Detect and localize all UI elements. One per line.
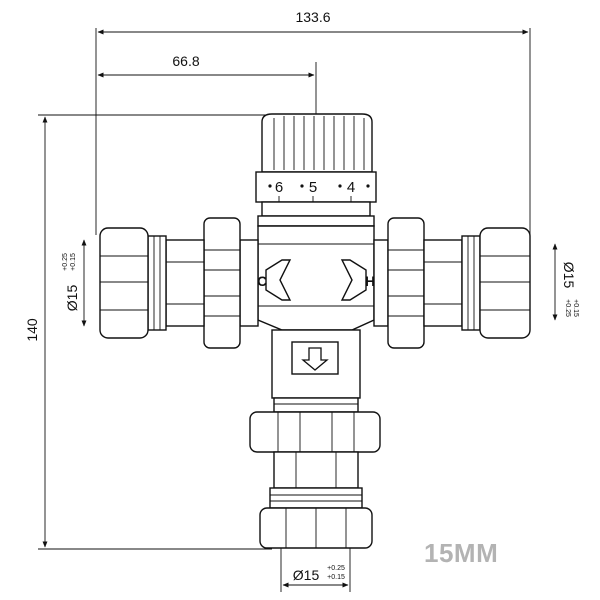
- temperature-dial: 6 5 4: [255, 171, 377, 203]
- right-inlet-diameter: Ø15: [561, 262, 577, 289]
- cold-port-label: C: [257, 273, 267, 289]
- temperature-knob: [261, 113, 373, 173]
- pipe-size-label: 15MM: [424, 538, 499, 568]
- valve-body: 6 5 4 C H: [255, 113, 377, 413]
- left-inlet-tol-lower: +0.15: [70, 253, 77, 271]
- right-inlet-tol-upper: +0.25: [564, 299, 571, 317]
- left-inlet-assembly: [99, 217, 259, 349]
- overall-height-value: 140: [24, 318, 40, 342]
- dimension-bottom-outlet: Ø15 +0.25 +0.15: [280, 548, 351, 592]
- dial-mark-6: 6: [275, 179, 283, 196]
- dial-mark-5: 5: [309, 179, 317, 196]
- bottom-outlet-assembly: [249, 411, 381, 549]
- bottom-outlet-diameter: Ø15: [293, 567, 320, 583]
- down-arrow-icon: [291, 341, 339, 375]
- hot-port-label: H: [365, 273, 375, 289]
- right-inlet-assembly: [373, 217, 531, 349]
- dimension-half-width: 66.8: [97, 53, 317, 116]
- left-inlet-diameter: Ø15: [64, 285, 80, 312]
- left-inlet-tol-upper: +0.25: [62, 253, 69, 271]
- dial-mark-4: 4: [347, 179, 355, 196]
- dimension-left-inlet: Ø15 +0.25 +0.15: [62, 239, 87, 327]
- dimension-overall-width: 133.6: [95, 9, 531, 235]
- dimension-right-inlet: Ø15 +0.25 +0.15: [552, 243, 579, 321]
- half-width-value: 66.8: [172, 53, 199, 69]
- dimension-overall-height: 140: [24, 114, 272, 550]
- bottom-outlet-tol-upper: +0.25: [327, 565, 345, 572]
- overall-width-value: 133.6: [295, 9, 330, 25]
- right-inlet-tol-lower: +0.15: [572, 299, 579, 317]
- bottom-outlet-tol-lower: +0.15: [327, 574, 345, 581]
